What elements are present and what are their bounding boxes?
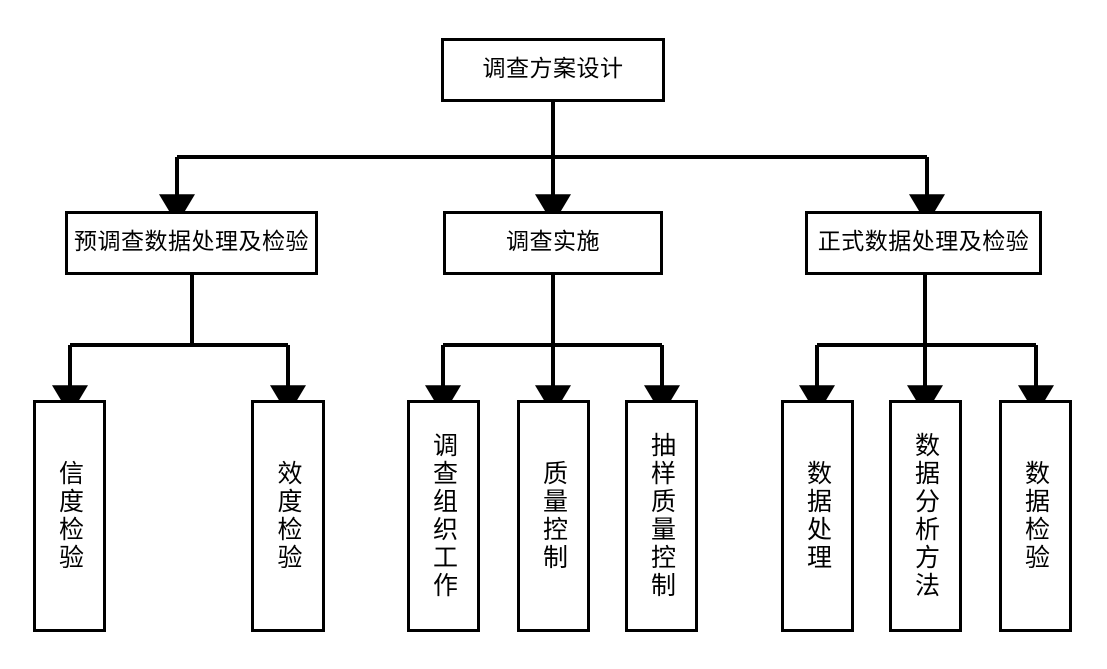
node-leaf-quality-control[interactable]: 质量控制 [517,400,590,632]
node-leaf-data-analysis-method-label: 数据分析方法 [911,432,941,600]
node-leaf-survey-organization-label: 调查组织工作 [429,432,459,600]
node-level2-survey-implementation[interactable]: 调查实施 [443,211,663,275]
node-level2-pre-survey-data-label: 预调查数据处理及检验 [74,229,309,256]
node-leaf-quality-control-label: 质量控制 [539,460,569,572]
node-leaf-survey-organization[interactable]: 调查组织工作 [407,400,480,632]
node-root[interactable]: 调查方案设计 [441,38,665,102]
node-leaf-data-analysis-method[interactable]: 数据分析方法 [889,400,962,632]
node-leaf-data-verification[interactable]: 数据检验 [999,400,1072,632]
node-root-label: 调查方案设计 [482,56,624,83]
node-leaf-data-processing-label: 数据处理 [803,460,833,572]
node-leaf-data-verification-label: 数据检验 [1021,460,1051,572]
node-level2-formal-data-label: 正式数据处理及检验 [817,229,1030,256]
node-level2-formal-data[interactable]: 正式数据处理及检验 [805,211,1042,275]
node-level2-pre-survey-data[interactable]: 预调查数据处理及检验 [65,211,318,275]
node-leaf-sampling-quality-control-label: 抽样质量控制 [647,432,677,600]
node-level2-survey-implementation-label: 调查实施 [506,229,600,256]
node-leaf-data-processing[interactable]: 数据处理 [781,400,854,632]
node-leaf-validity-test-label: 效度检验 [274,460,303,572]
node-leaf-sampling-quality-control[interactable]: 抽样质量控制 [625,400,698,632]
node-leaf-validity-test[interactable]: 效度检验 [251,400,325,632]
node-leaf-reliability-test[interactable]: 信度检验 [33,400,106,632]
node-leaf-reliability-test-label: 信度检验 [55,460,85,572]
